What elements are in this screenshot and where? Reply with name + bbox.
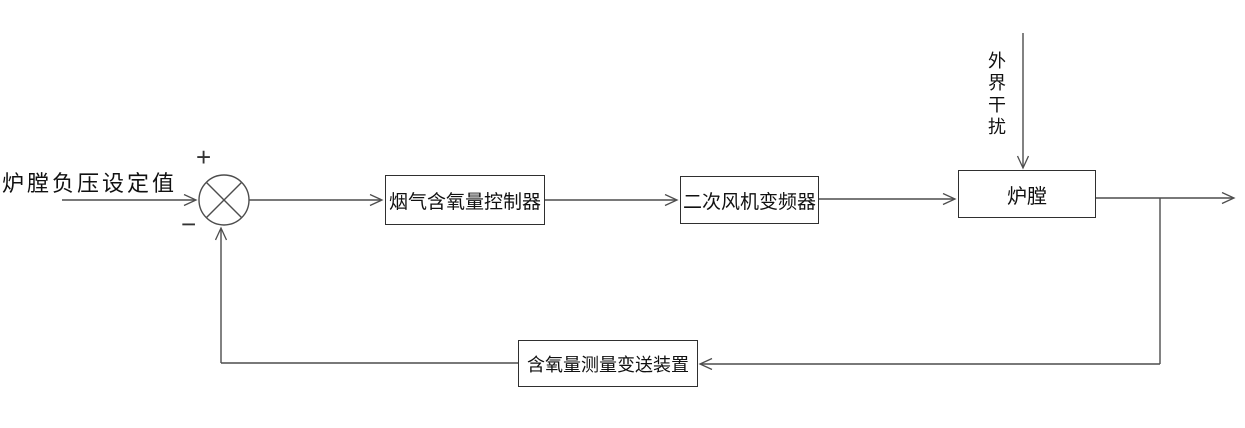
block-transmitter-label: 含氧量测量变送装置	[527, 354, 689, 375]
summing-minus-sign: −	[181, 209, 197, 239]
summing-plus-sign: +	[196, 142, 212, 172]
summing-cross-stroke-2	[206, 182, 242, 218]
block-controller-label: 烟气含氧量控制器	[388, 191, 541, 213]
disturbance-label: 外界干扰	[986, 51, 1006, 139]
block-fan-vfd: 二次风机变频器	[680, 176, 819, 224]
block-controller: 烟气含氧量控制器	[385, 175, 545, 225]
block-transmitter: 含氧量测量变送装置	[518, 340, 698, 387]
setpoint-label: 炉膛负压设定值	[2, 171, 178, 196]
block-furnace-label: 炉膛	[1007, 185, 1047, 208]
block-fan-vfd-label: 二次风机变频器	[682, 191, 816, 213]
block-furnace: 炉膛	[958, 170, 1096, 218]
